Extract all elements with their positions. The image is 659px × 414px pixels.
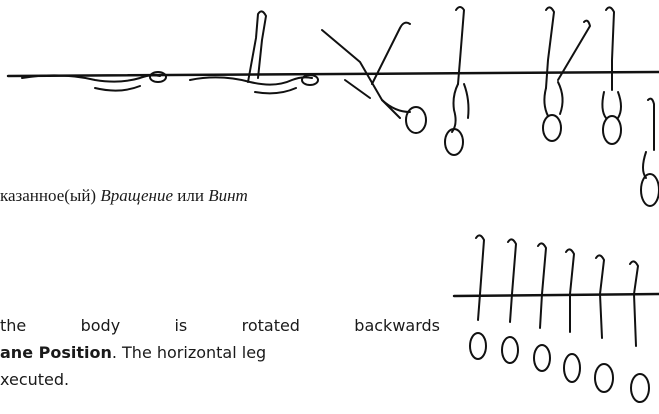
term-crane-position: ane Position	[0, 343, 112, 362]
russian-text-part1: казанное(ый)	[0, 186, 100, 205]
russian-text-part2: или	[173, 186, 208, 205]
paragraph-line-2: ane Position. The horizontal leg	[0, 339, 440, 366]
paragraph-line-3: xecuted.	[0, 366, 440, 393]
paragraph-line-2-rest: . The horizontal leg	[112, 343, 266, 362]
vertical-sequence-illustration	[450, 228, 659, 414]
russian-term-twist: Винт	[208, 186, 248, 205]
russian-term-rotation: Вращение	[100, 186, 173, 205]
russian-term-line: казанное(ый) Вращение или Винт	[0, 186, 248, 206]
paragraph-line-1: the body is rotated backwards	[0, 312, 440, 339]
vertical-sequence-drawing	[450, 228, 659, 414]
description-paragraph: the body is rotated backwards ane Positi…	[0, 312, 440, 393]
